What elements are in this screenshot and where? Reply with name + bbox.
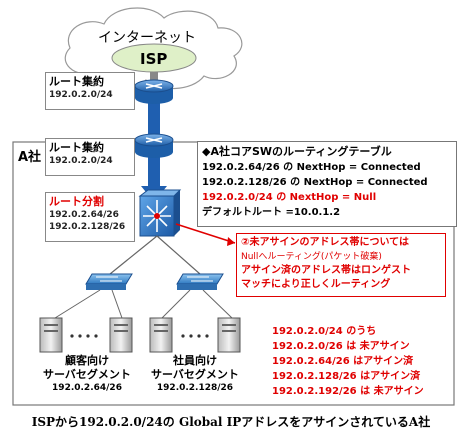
isp-route-value: 192.0.2.0/24 — [49, 90, 113, 100]
company-route-summary-label: ルート集約 192.0.2.0/24 — [45, 138, 135, 176]
assignment-line: 192.0.2.0/24 のうち — [272, 326, 377, 337]
diagram-caption: ISPから192.0.2.0/24の Global IPアドレスをアサインされて… — [31, 415, 431, 429]
assignment-line: 192.0.2.128/26 はアサイン済 — [272, 371, 421, 382]
null-routing-note: ②未アサインのアドレス帯については Nullへルーティング(パケット破棄) アサ… — [236, 233, 446, 297]
route-split-label: ルート分割 192.0.2.64/26 192.0.2.128/26 — [45, 192, 135, 242]
assignment-line: 192.0.2.0/26 は 未アサイン — [272, 341, 410, 352]
company-router-icon — [134, 133, 174, 158]
customer-segment-label: 顧客向け サーバセグメント 192.0.2.64/26 — [38, 354, 136, 394]
l2-switch-right-icon — [176, 273, 224, 290]
segment-type: サーバセグメント — [43, 368, 131, 381]
isp-label: ISP — [140, 50, 168, 68]
segment-subnet: 192.0.2.64/26 — [52, 383, 122, 393]
company-name: A社 — [18, 150, 42, 165]
assignment-line: 192.0.2.192/26 は 未アサイン — [272, 386, 424, 397]
company-route-value: 192.0.2.0/24 — [49, 156, 113, 166]
route-split-value-2: 192.0.2.128/26 — [49, 222, 126, 232]
routing-entry: 192.0.2.64/26 の NextHop = Connected — [202, 162, 421, 173]
routing-table-title: ◆A社コアSWのルーティングテーブル — [202, 145, 392, 158]
assignment-list: 192.0.2.0/24 のうち 192.0.2.0/26 は 未アサイン 19… — [272, 324, 452, 399]
server-icon — [149, 317, 173, 353]
segment-name: 社員向け — [173, 354, 217, 367]
assignment-line: 192.0.2.64/26 はアサイン済 — [272, 356, 414, 367]
route-split-title: ルート分割 — [49, 195, 104, 208]
isp-router-icon — [134, 79, 174, 104]
server-icon — [39, 317, 63, 353]
routing-entry: 192.0.2.128/26 の NextHop = Connected — [202, 177, 428, 188]
server-icon — [217, 317, 241, 353]
note-line: Nullへルーティング(パケット破棄) — [241, 252, 382, 262]
company-route-title: ルート集約 — [49, 141, 104, 154]
segment-name: 顧客向け — [65, 354, 109, 367]
server-icon — [109, 317, 133, 353]
route-split-value-1: 192.0.2.64/26 — [49, 210, 119, 220]
isp-route-title: ルート集約 — [49, 75, 104, 88]
note-line: ②未アサインのアドレス帯については — [241, 237, 409, 248]
isp-route-summary-label: ルート集約 192.0.2.0/24 — [45, 72, 135, 110]
routing-table: ◆A社コアSWのルーティングテーブル 192.0.2.64/26 の NextH… — [197, 141, 457, 227]
ellipsis-dots — [70, 334, 209, 338]
l2-switch-left-icon — [85, 273, 133, 290]
note-line: マッチにより正しくルーティング — [241, 279, 391, 290]
segment-type: サーバセグメント — [151, 368, 239, 381]
segment-subnet: 192.0.2.128/26 — [156, 383, 234, 393]
internet-label: インターネット — [98, 30, 196, 46]
note-line: アサイン済のアドレス帯はロンゲスト — [241, 265, 411, 276]
routing-entry-default: デフォルトルート =10.0.1.2 — [202, 207, 341, 218]
routing-entry-null: 192.0.2.0/24 の NextHop = Null — [202, 192, 377, 203]
core-switch-icon — [138, 189, 182, 237]
employee-segment-label: 社員向け サーバセグメント 192.0.2.128/26 — [146, 354, 244, 394]
